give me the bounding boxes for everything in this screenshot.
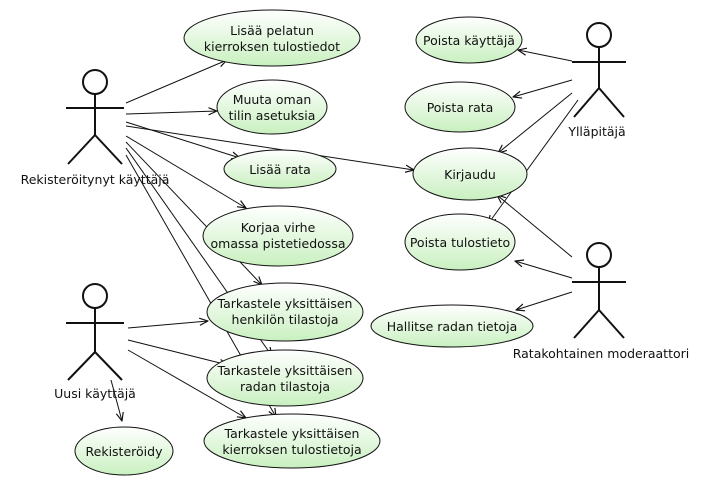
usecase-view-course: Tarkastele yksittäisen radan tilastoja xyxy=(206,349,364,407)
usecase-edit-settings: Muuta oman tilin asetuksia xyxy=(216,79,328,135)
actor-new-user-label: Uusi käyttäjä xyxy=(54,386,136,401)
edge-mod-login xyxy=(497,195,573,258)
usecase-delete-course: Poista rata xyxy=(404,81,516,133)
edge-new-view-round xyxy=(127,349,246,418)
usecase-login: Kirjaudu xyxy=(412,147,528,201)
associations xyxy=(110,50,579,421)
actor-registered-user xyxy=(66,69,124,165)
actor-moderator xyxy=(572,242,626,339)
svg-text:omassa pistetiedossa: omassa pistetiedossa xyxy=(211,236,346,251)
usecase-view-person: Tarkastele yksittäisen henkilön tilastoj… xyxy=(206,282,364,342)
svg-text:Hallitse radan tietoja: Hallitse radan tietoja xyxy=(387,319,518,334)
usecase-register: Rekisteröidy xyxy=(74,426,174,476)
svg-text:Tarkastele yksittäisen: Tarkastele yksittäisen xyxy=(217,363,353,378)
edge-new-register xyxy=(110,379,122,421)
edge-admin-delete-user xyxy=(518,50,573,62)
edge-admin-login xyxy=(498,92,573,153)
edge-registered-edit-settings xyxy=(125,111,217,114)
usecase-delete-result: Poista tulostieto xyxy=(404,213,516,271)
svg-text:Tarkastele yksittäisen: Tarkastele yksittäisen xyxy=(217,296,353,311)
edge-registered-fix-error xyxy=(125,135,246,208)
svg-text:Kirjaudu: Kirjaudu xyxy=(444,167,496,182)
usecase-add-course: Lisää rata xyxy=(223,149,337,189)
usecase-fix-error: Korjaa virhe omassa pistetiedossa xyxy=(202,205,354,267)
usecase-view-round: Tarkastele yksittäisen kierroksen tulost… xyxy=(203,413,381,469)
svg-text:tilin asetuksia: tilin asetuksia xyxy=(229,108,316,123)
usecase-delete-user: Poista käyttäjä xyxy=(415,16,523,64)
svg-text:kierroksen tulostietoja: kierroksen tulostietoja xyxy=(222,442,361,457)
svg-text:Poista tulostieto: Poista tulostieto xyxy=(410,235,510,250)
svg-text:Muuta oman: Muuta oman xyxy=(233,92,312,107)
svg-text:Rekisteröidy: Rekisteröidy xyxy=(86,444,164,459)
actor-registered-label: Rekisteröitynyt käyttäjä xyxy=(21,172,170,187)
svg-text:henkilön tilastoja: henkilön tilastoja xyxy=(232,312,339,327)
svg-text:radan tilastoja: radan tilastoja xyxy=(240,379,330,394)
svg-text:Poista rata: Poista rata xyxy=(427,100,494,115)
svg-text:kierroksen tulostiedot: kierroksen tulostiedot xyxy=(204,39,340,54)
edge-registered-add-course xyxy=(125,121,240,158)
svg-text:Lisää rata: Lisää rata xyxy=(249,162,311,177)
edge-registered-login xyxy=(125,125,414,170)
usecase-manage-course: Hallitse radan tietoja xyxy=(370,304,534,348)
edge-mod-manage-course xyxy=(516,291,573,310)
svg-text:Tarkastele yksittäisen: Tarkastele yksittäisen xyxy=(224,426,360,441)
actor-moderator-label: Ratakohtainen moderaattori xyxy=(513,346,690,361)
actor-admin-label: Ylläpitäjä xyxy=(567,124,625,139)
usecase-add-round: Lisää pelatun kierroksen tulostiedot xyxy=(183,9,361,67)
svg-text:Korjaa virhe: Korjaa virhe xyxy=(241,220,316,235)
actor-admin xyxy=(572,22,626,118)
edge-registered-add-round xyxy=(125,60,227,104)
svg-text:Poista käyttäjä: Poista käyttäjä xyxy=(423,33,515,48)
edge-new-view-person xyxy=(127,321,208,329)
edge-admin-delete-course xyxy=(513,79,573,97)
edge-new-view-course xyxy=(127,339,228,365)
edge-mod-delete-result xyxy=(515,261,573,279)
actor-new-user xyxy=(66,283,124,381)
svg-text:Lisää pelatun: Lisää pelatun xyxy=(230,23,314,38)
